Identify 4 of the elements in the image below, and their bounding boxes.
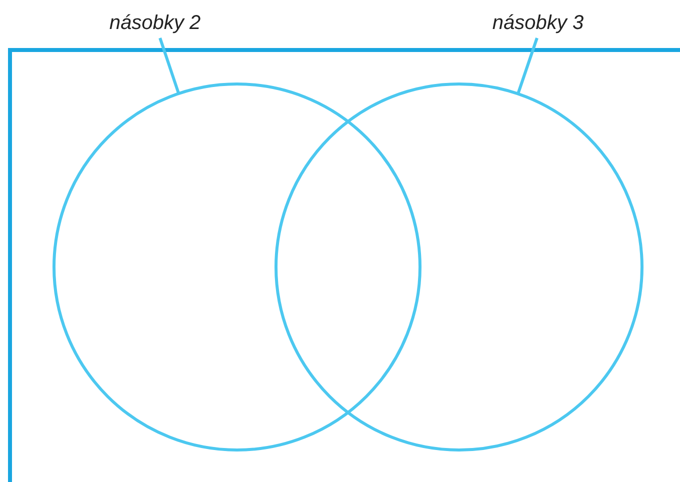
leader-line xyxy=(158,38,180,94)
leader-line xyxy=(516,38,538,94)
set-label: násobky 3 xyxy=(492,13,584,33)
set-label: násobky 2 xyxy=(109,13,201,33)
